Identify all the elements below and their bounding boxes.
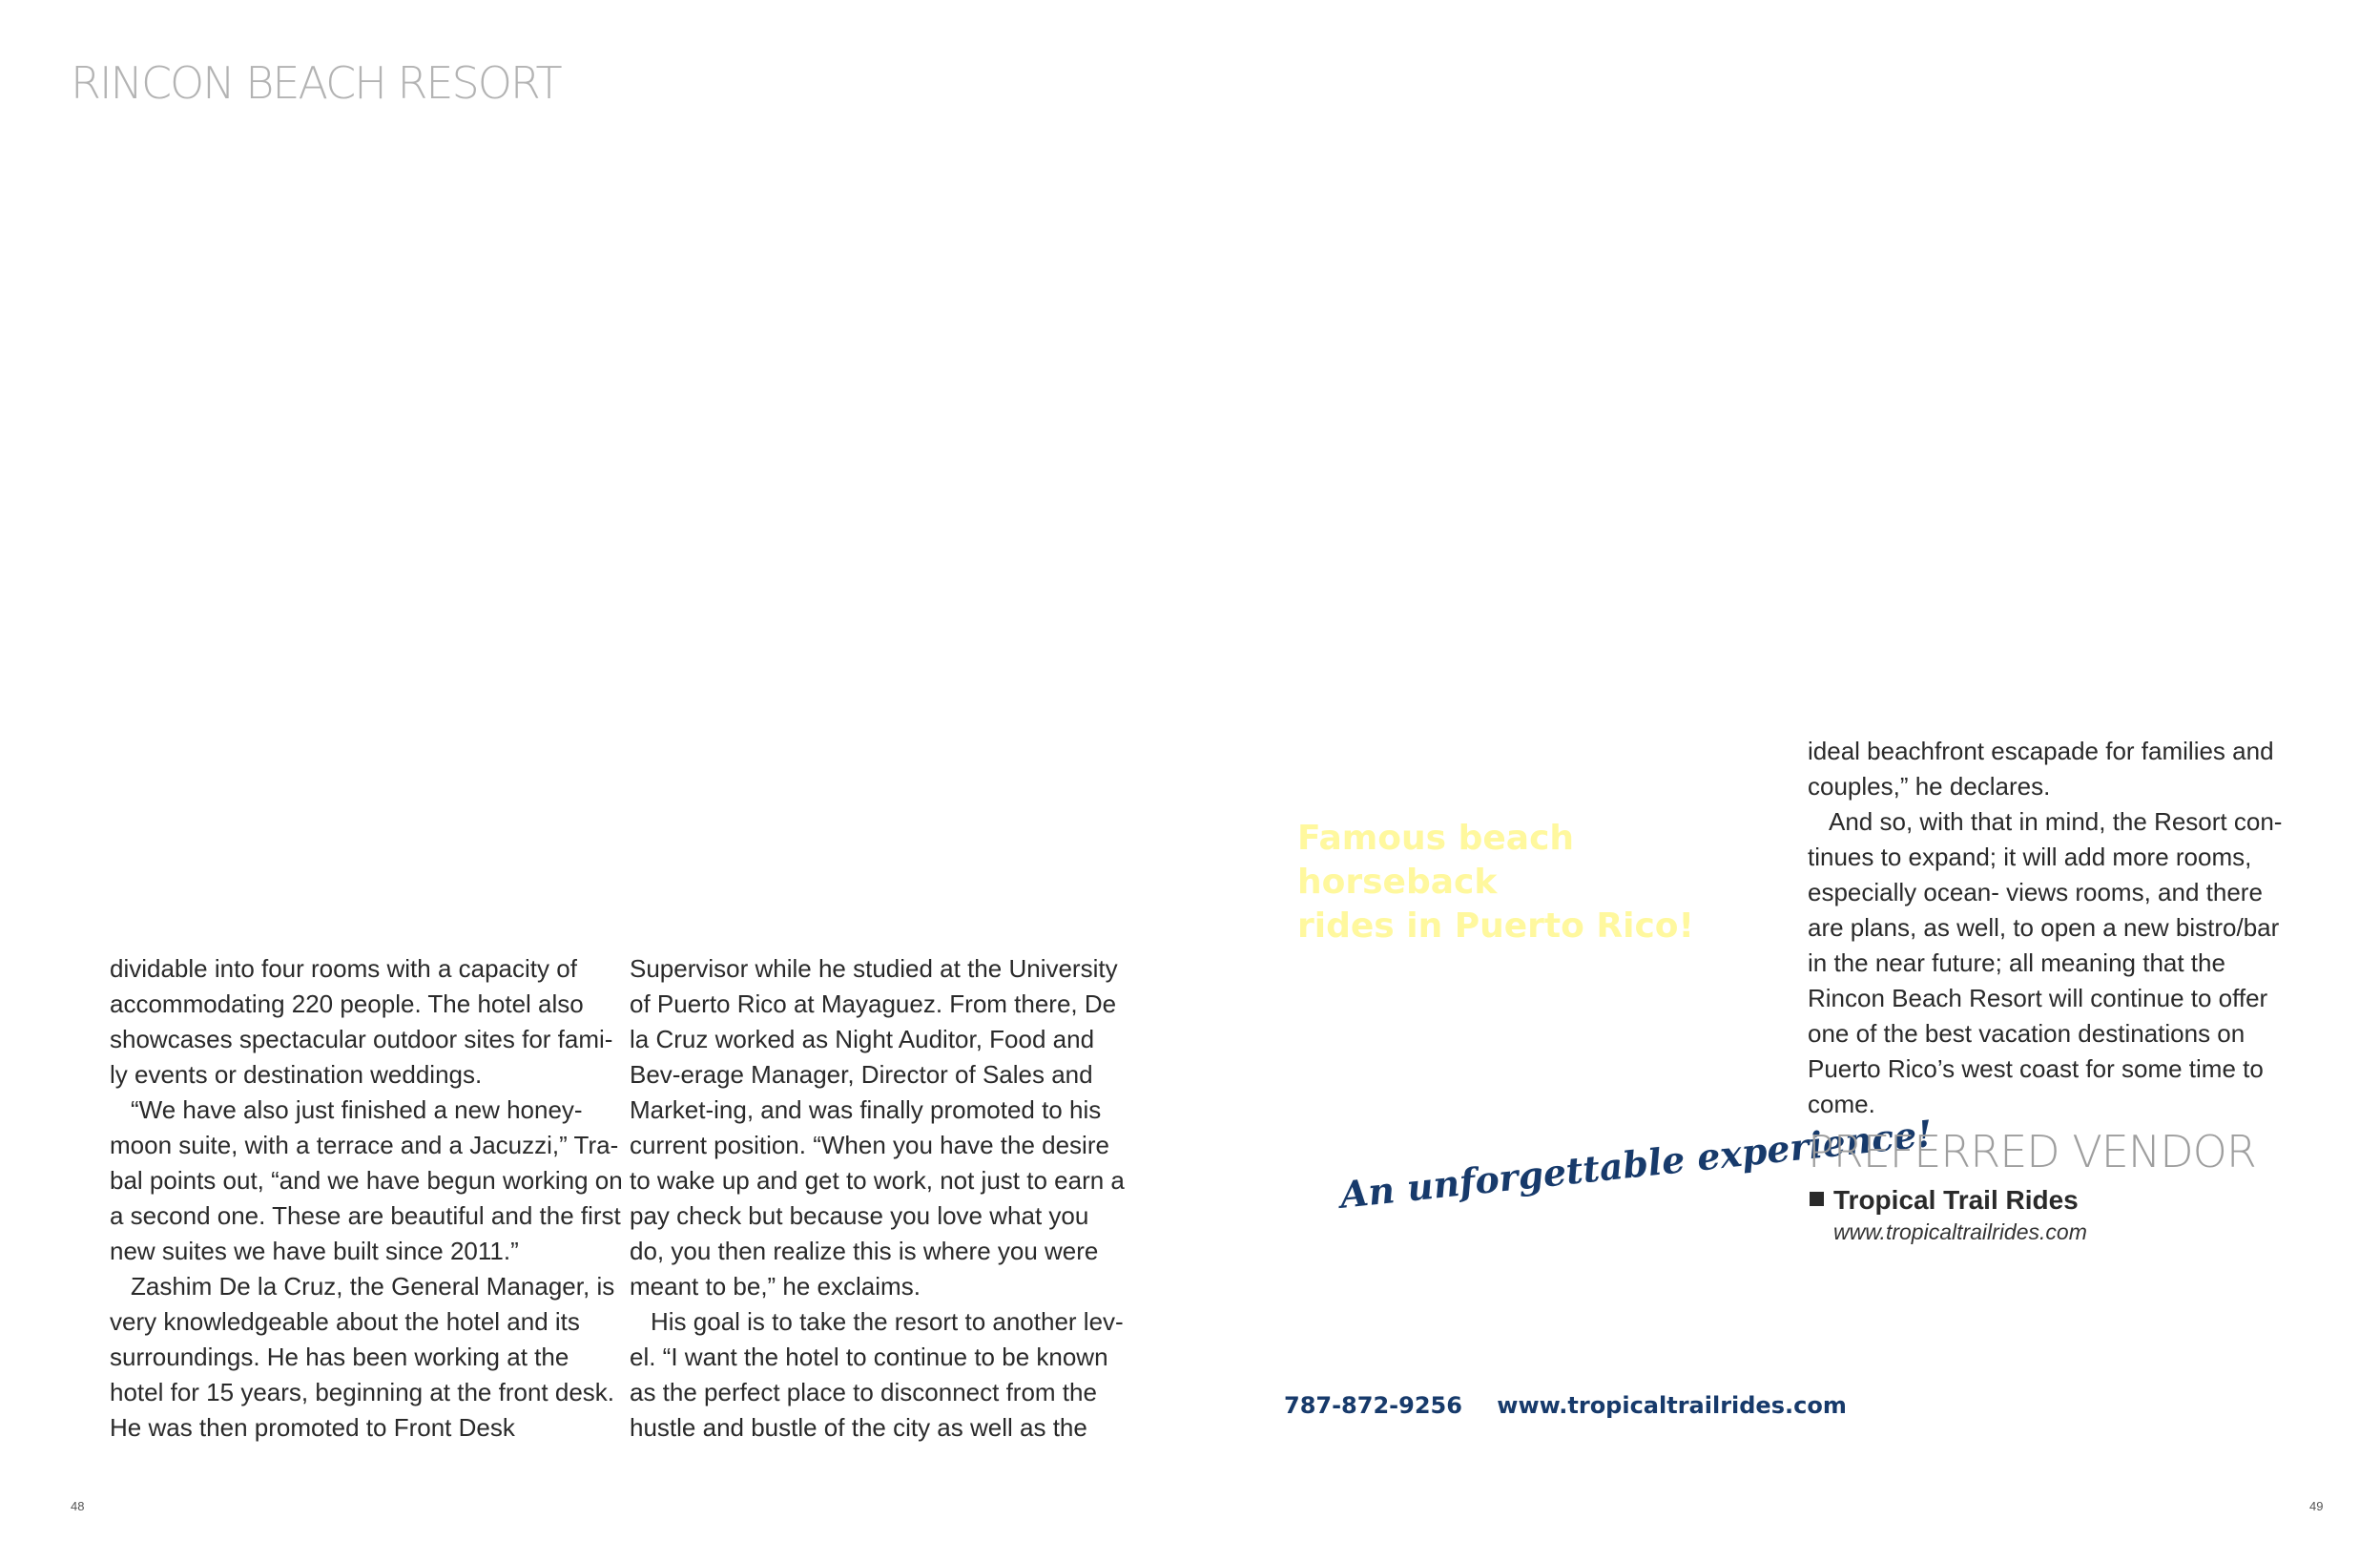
article-paragraph: Zashim De la Cruz, the General Manager, … — [110, 1272, 615, 1442]
article-paragraph: His goal is to take the resort to anothe… — [630, 1307, 1124, 1442]
vendor-url-link[interactable]: www.tropicaltrailrides.com — [1833, 1219, 2087, 1244]
article-column-2: Supervisor while he studied at the Unive… — [630, 951, 1126, 1446]
article-paragraph: “We have also just finished a new honey-… — [110, 1095, 623, 1265]
article-column-3: ideal beachfront escapade for families a… — [1808, 734, 2304, 1122]
page-number-right: 49 — [2309, 1499, 2324, 1513]
vendor-name: Tropical Trail Rides — [1810, 1185, 2079, 1216]
article-paragraph: ideal beachfront escapade for families a… — [1808, 737, 2274, 801]
square-bullet-icon — [1810, 1192, 1824, 1206]
vendor-name-text: Tropical Trail Rides — [1833, 1185, 2079, 1215]
article-paragraph: dividable into four rooms with a capacit… — [110, 954, 613, 1089]
preferred-vendor-heading: PREFERRED VENDOR — [1808, 1126, 2257, 1177]
page-number-left: 48 — [71, 1499, 85, 1513]
section-title: RINCON BEACH RESORT — [71, 57, 563, 109]
ad-contact: 787-872-9256 www.tropicaltrailrides.com — [1284, 1392, 1847, 1419]
ad-phone: 787-872-9256 — [1284, 1392, 1462, 1419]
ad-headline-line: Famous beach horseback — [1297, 819, 1575, 902]
article-column-1: dividable into four rooms with a capacit… — [110, 951, 625, 1446]
article-paragraph: And so, with that in mind, the Resort co… — [1808, 807, 2283, 1118]
ad-headline-line: rides in Puerto Rico! — [1297, 906, 1694, 946]
ad-headline: Famous beach horseback rides in Puerto R… — [1297, 817, 1755, 948]
article-paragraph: Supervisor while he studied at the Unive… — [630, 954, 1125, 1301]
ad-url-link[interactable]: www.tropicaltrailrides.com — [1497, 1392, 1847, 1419]
